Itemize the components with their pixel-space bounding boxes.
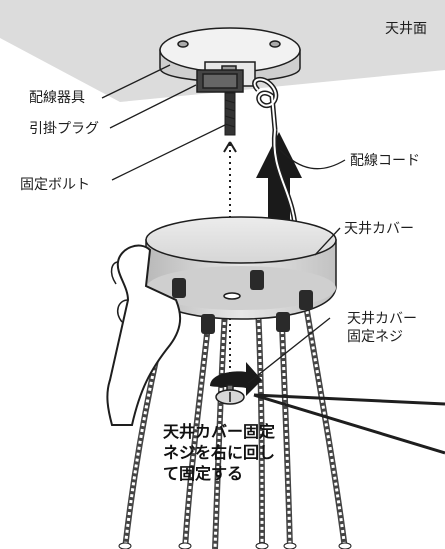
instruction-line-2: ネジを右に回し bbox=[163, 443, 276, 462]
label-hook-plug: 引掛プラグ bbox=[29, 121, 99, 137]
cord-bushings bbox=[172, 270, 313, 334]
leader-lines bbox=[101, 64, 445, 455]
fixing-bolt bbox=[224, 92, 236, 136]
hook-plug bbox=[196, 69, 244, 93]
wiring-cord-loop-inner bbox=[253, 78, 277, 131]
small-up-arrow bbox=[223, 141, 237, 153]
label-cover-screw-line2: 固定ネジ bbox=[347, 329, 403, 345]
label-ceiling: 天井面 bbox=[385, 21, 427, 37]
pendant-cords bbox=[122, 286, 348, 549]
label-fixing-bolt: 固定ボルト bbox=[20, 177, 90, 193]
instruction-line-3: て固定する bbox=[163, 464, 244, 483]
instruction-text: 天井カバー固定 ネジを右に回し て固定する bbox=[163, 421, 275, 484]
cord-ends bbox=[118, 542, 352, 549]
rotate-right-arrow bbox=[210, 362, 262, 396]
label-wiring-cord: 配線コード bbox=[350, 153, 420, 169]
cover-fixing-screw bbox=[215, 384, 245, 405]
instruction-line-1: 天井カバー固定 bbox=[163, 422, 276, 441]
label-wiring-fixture: 配線器具 bbox=[29, 90, 85, 106]
label-cover-screw-line1: 天井カバー bbox=[347, 311, 417, 327]
hand bbox=[106, 244, 182, 426]
hand-fingers bbox=[110, 261, 129, 323]
label-ceiling-cover: 天井カバー bbox=[344, 221, 414, 237]
